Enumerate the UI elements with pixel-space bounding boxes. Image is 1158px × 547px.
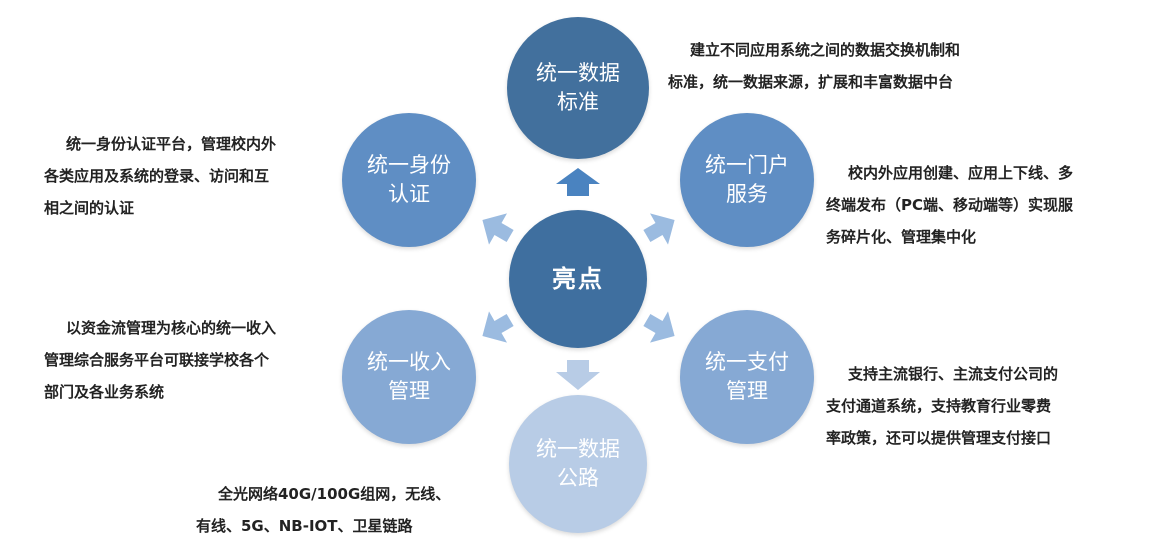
node-label-line2: 标准 [557, 90, 599, 114]
node-unified-identity-auth: 统一身份 认证 [342, 113, 476, 247]
description-line: 统一身份认证平台，管理校内外 [66, 135, 277, 153]
description-line: 支付通道系统，支持教育行业零费 [826, 397, 1052, 415]
description-line: 全光网络40G/100G组网，无线、 [218, 485, 451, 503]
node-label-line2: 认证 [388, 182, 430, 206]
description-upper-right: 校内外应用创建、应用上下线、多 终端发布（PC端、移动端等）实现服 务碎片化、管… [826, 157, 1073, 253]
description-top: 建立不同应用系统之间的数据交换机制和 标准，统一数据来源，扩展和丰富数据中台 [668, 34, 960, 98]
description-lower-right: 支持主流银行、主流支付公司的 支付通道系统，支持教育行业零费 率政策，还可以提供… [826, 358, 1058, 454]
node-label-line1: 统一数据 [536, 437, 620, 461]
node-label-line2: 管理 [388, 379, 430, 403]
description-line: 终端发布（PC端、移动端等）实现服 [826, 196, 1074, 214]
node-label-line2: 服务 [726, 182, 768, 206]
description-line: 以资金流管理为核心的统一收入 [66, 319, 277, 337]
description-line: 率政策，还可以提供管理支付接口 [826, 429, 1052, 447]
arrow-lower-right-icon [643, 311, 675, 343]
node-unified-data-highway: 统一数据 公路 [509, 395, 647, 533]
node-label-line2: 管理 [726, 379, 768, 403]
description-line: 校内外应用创建、应用上下线、多 [848, 164, 1074, 182]
description-line: 管理综合服务平台可联接学校各个 [44, 351, 270, 369]
node-label-line1: 统一支付 [705, 350, 789, 374]
description-upper-left: 统一身份认证平台，管理校内外 各类应用及系统的登录、访问和互 相之间的认证 [44, 128, 276, 224]
node-unified-data-standard: 统一数据 标准 [507, 17, 649, 159]
description-line: 建立不同应用系统之间的数据交换机制和 [690, 41, 961, 59]
description-line: 务碎片化、管理集中化 [826, 228, 977, 246]
description-line: 相之间的认证 [44, 199, 135, 217]
center-label: 亮点 [552, 264, 604, 293]
node-label-line1: 统一门户 [705, 153, 789, 177]
description-bottom: 全光网络40G/100G组网，无线、 有线、5G、NB-IOT、卫星链路 [196, 478, 450, 542]
description-line: 各类应用及系统的登录、访问和互 [44, 167, 270, 185]
arrow-upper-left-icon [482, 213, 514, 245]
center-circle: 亮点 [509, 210, 647, 348]
node-label-line1: 统一收入 [367, 350, 451, 374]
description-line: 标准，统一数据来源，扩展和丰富数据中台 [668, 73, 954, 91]
description-line: 有线、5G、NB-IOT、卫星链路 [196, 517, 413, 535]
node-unified-portal-service: 统一门户 服务 [680, 113, 814, 247]
node-unified-payment-management: 统一支付 管理 [680, 310, 814, 444]
description-line: 部门及各业务系统 [44, 383, 165, 401]
description-lower-left: 以资金流管理为核心的统一收入 管理综合服务平台可联接学校各个 部门及各业务系统 [44, 312, 276, 408]
arrow-lower-left-icon [482, 311, 514, 343]
arrow-down-icon [556, 360, 600, 390]
description-line: 支持主流银行、主流支付公司的 [848, 365, 1059, 383]
arrow-upper-right-icon [643, 213, 675, 245]
arrow-up-icon [556, 168, 600, 196]
node-unified-income-management: 统一收入 管理 [342, 310, 476, 444]
node-label-line2: 公路 [557, 466, 599, 490]
node-label-line1: 统一数据 [536, 61, 620, 85]
node-label-line1: 统一身份 [367, 153, 451, 177]
